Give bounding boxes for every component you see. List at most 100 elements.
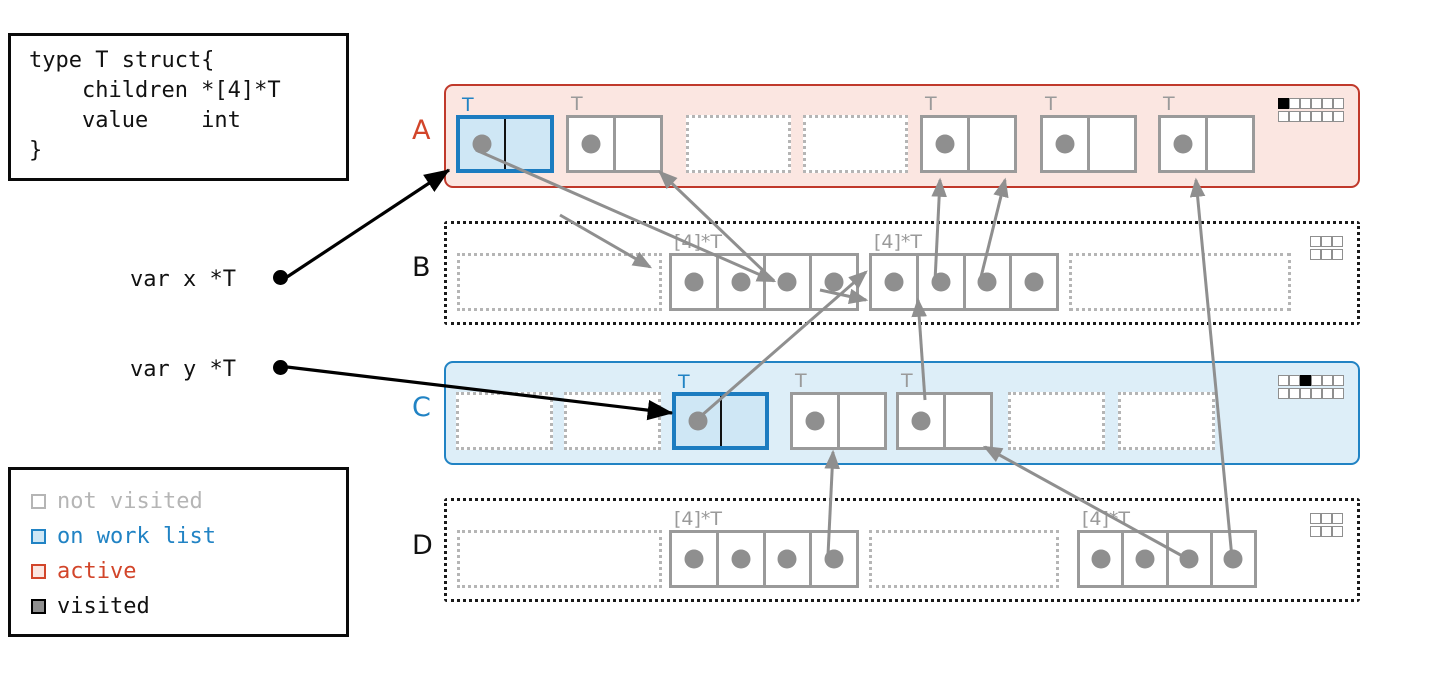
bitmap-cell: [1322, 375, 1333, 386]
pointer-dot: [931, 272, 951, 292]
span-D-object-1[interactable]: [4]*T: [669, 508, 859, 588]
span-A-object-3[interactable]: [803, 115, 908, 173]
bitmap-row: [1278, 98, 1344, 109]
legend-swatch-not-visited: [31, 494, 46, 509]
span-C-object-5[interactable]: [1008, 392, 1105, 450]
bitmap-cell-marked: [1300, 375, 1311, 386]
span-A-mark-bitmap: [1278, 98, 1344, 122]
object-cell-1: [837, 395, 884, 447]
bitmap-cell: [1289, 375, 1300, 386]
bitmap-row: [1310, 513, 1343, 524]
object-cells: [872, 533, 1056, 585]
pointer-dot: [581, 134, 601, 154]
bitmap-cell: [1321, 526, 1332, 537]
object-cells: [899, 395, 990, 447]
bitmap-row: [1278, 388, 1344, 399]
object-cells: [672, 256, 856, 308]
span-A-object-2[interactable]: [686, 115, 791, 173]
legend-swatch-on-work-list: [31, 529, 46, 544]
bitmap-cell: [1332, 526, 1343, 537]
span-C-object-1[interactable]: [564, 392, 661, 450]
object-cells: [676, 396, 765, 446]
object-cell-1: [504, 119, 550, 169]
span-B-mark-bitmap: [1310, 236, 1343, 260]
span-C-object-0[interactable]: [456, 392, 553, 450]
span-B-object-3[interactable]: [1069, 253, 1291, 311]
bitmap-cell: [1310, 236, 1321, 247]
span-A-object-0[interactable]: T: [456, 94, 554, 173]
object-cells: [923, 118, 1014, 170]
bitmap-cell: [1322, 111, 1333, 122]
bitmap-cell: [1333, 98, 1344, 109]
object-cell-0: [1161, 118, 1205, 170]
pointer-dot: [684, 549, 704, 569]
object-cells: [1072, 256, 1288, 308]
object-cell-0: [1072, 256, 1288, 308]
span-C-object-2[interactable]: T: [672, 371, 769, 450]
span-A-object-1[interactable]: T: [566, 93, 663, 173]
legend-label-on-work-list: on work list: [57, 523, 216, 549]
span-C-object-4[interactable]: T: [896, 370, 993, 450]
bitmap-cell: [1278, 111, 1289, 122]
bitmap-cell: [1300, 111, 1311, 122]
span-C-mark-bitmap: [1278, 375, 1344, 399]
object-cell-0: [460, 533, 659, 585]
bitmap-cell: [1278, 388, 1289, 399]
span-A-object-6[interactable]: T: [1158, 93, 1255, 173]
object-cell-1: [1121, 533, 1165, 585]
object-cell-0: [923, 118, 967, 170]
legend-label-not-visited: not visited: [57, 488, 203, 514]
span-A-object-5-type-tag: T: [1045, 93, 1057, 115]
object-cell-3: [1009, 256, 1056, 308]
variable-x-pointer-dot: [273, 270, 288, 285]
span-D-object-2[interactable]: [869, 530, 1059, 588]
object-cells: [672, 533, 856, 585]
object-cell-0: [1080, 533, 1121, 585]
object-cells: [689, 118, 788, 170]
span-D-object-0[interactable]: [457, 530, 662, 588]
bitmap-cell: [1332, 249, 1343, 260]
span-B-object-1-type-tag: [4]*T: [674, 231, 723, 253]
bitmap-cell: [1322, 388, 1333, 399]
span-B[interactable]: [4]*T [4]*T: [444, 221, 1360, 325]
bitmap-row: [1278, 111, 1344, 122]
span-A-object-4[interactable]: T: [920, 93, 1017, 173]
object-cells: [460, 533, 659, 585]
pointer-dot: [684, 272, 704, 292]
object-cell-0: [689, 118, 788, 170]
bitmap-cell: [1310, 249, 1321, 260]
object-cell-0: [460, 256, 659, 308]
span-label-A: A: [412, 115, 431, 146]
pointer-dot: [911, 411, 931, 431]
span-B-object-1[interactable]: [4]*T: [669, 231, 859, 311]
object-cell-1: [915, 256, 963, 308]
pointer-dot: [1173, 134, 1193, 154]
legend-item-visited: visited: [31, 589, 346, 624]
span-C-object-3[interactable]: T: [790, 370, 887, 450]
span-D-mark-bitmap: [1310, 513, 1343, 537]
span-C-object-2-type-tag: T: [678, 371, 690, 393]
pointer-dot: [1055, 134, 1075, 154]
object-cell-1: [1205, 118, 1252, 170]
object-cells: [460, 119, 550, 169]
span-D[interactable]: [4]*T [4]*T: [444, 498, 1360, 602]
bitmap-cell: [1278, 375, 1289, 386]
span-B-object-0[interactable]: [457, 253, 662, 311]
span-C-object-6[interactable]: [1118, 392, 1215, 450]
span-A-object-5[interactable]: T: [1040, 93, 1137, 173]
bitmap-cell: [1321, 249, 1332, 260]
object-cell-0: [676, 396, 720, 446]
bitmap-cell: [1310, 526, 1321, 537]
object-cell-0: [872, 256, 916, 308]
pointer-dot: [824, 272, 844, 292]
span-D-object-3[interactable]: [4]*T: [1077, 508, 1257, 588]
bitmap-row: [1310, 236, 1343, 247]
pointer-dot: [731, 549, 751, 569]
object-cells: [1043, 118, 1134, 170]
span-B-object-2[interactable]: [4]*T: [869, 231, 1059, 311]
pointer-dot: [977, 272, 997, 292]
object-cell-1: [1087, 118, 1134, 170]
variable-y-label: var y *T: [130, 357, 236, 382]
